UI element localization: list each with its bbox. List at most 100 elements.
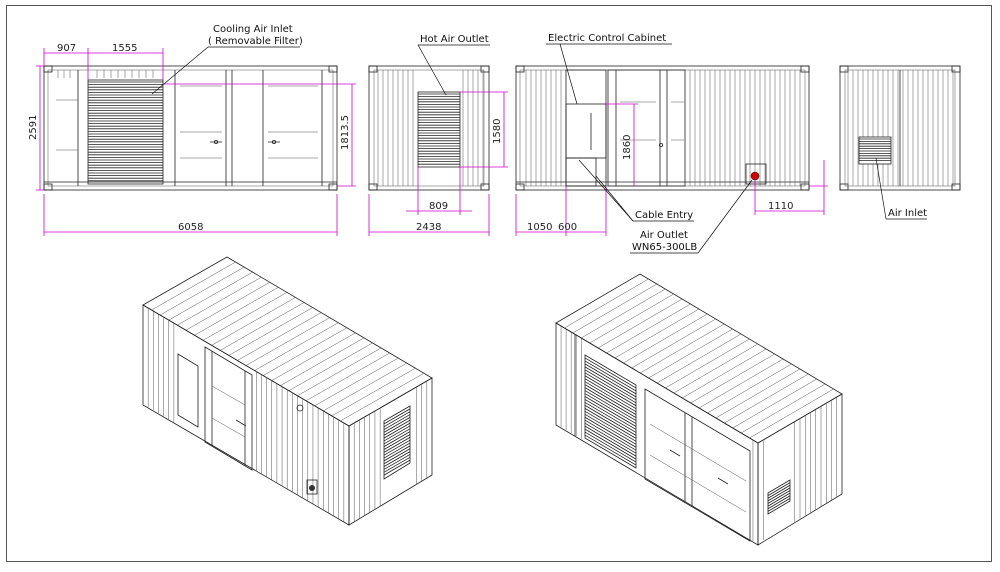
label-cable-entry: Cable Entry bbox=[635, 210, 693, 221]
isometric-view-left bbox=[142, 256, 433, 526]
rib-line bbox=[584, 381, 637, 413]
rib-line bbox=[383, 408, 411, 425]
end-corrugation-inlet bbox=[847, 70, 954, 186]
label-air-outlet-model: WN65-300LB bbox=[632, 242, 697, 253]
side-corrugation bbox=[57, 70, 154, 78]
rib-line bbox=[263, 327, 348, 376]
rib-line bbox=[168, 271, 253, 321]
rib-line bbox=[584, 369, 637, 401]
end-corrugation-iso-right bbox=[763, 397, 837, 540]
rib-line bbox=[690, 353, 775, 404]
rib-line bbox=[656, 333, 742, 384]
rib-line bbox=[707, 363, 792, 414]
rib-line bbox=[767, 487, 791, 502]
rib-line bbox=[682, 348, 767, 399]
iso-air-inlet-louver bbox=[767, 482, 791, 512]
rib-line bbox=[383, 414, 411, 430]
rib-line bbox=[383, 445, 411, 462]
dim-2438: 2438 bbox=[416, 222, 441, 233]
side-corrugation-right bbox=[525, 70, 801, 186]
rib-line bbox=[383, 417, 411, 433]
dim-1580: 1580 bbox=[492, 119, 503, 144]
label-electric-control-cabinet: Electric Control Cabinet bbox=[548, 33, 666, 44]
dim-1860: 1860 bbox=[622, 135, 633, 160]
rib-line bbox=[383, 425, 411, 442]
side-corrugation-iso-left bbox=[147, 308, 345, 522]
rib-line bbox=[581, 288, 666, 339]
roof-corrugation-left bbox=[151, 261, 425, 422]
side-corrugation-iso-right bbox=[560, 326, 754, 541]
rib-line bbox=[185, 281, 271, 331]
rib-line bbox=[724, 373, 809, 424]
rib-line bbox=[767, 492, 791, 507]
rib-line bbox=[584, 384, 637, 415]
dim-6058: 6058 bbox=[178, 222, 203, 233]
rib-line bbox=[305, 352, 391, 402]
rib-line bbox=[177, 276, 262, 326]
rib-line bbox=[584, 419, 637, 451]
rib-line bbox=[767, 484, 791, 499]
rib-line bbox=[767, 482, 791, 496]
rib-line bbox=[584, 366, 637, 398]
rib-line bbox=[383, 419, 411, 436]
rib-line bbox=[288, 342, 374, 391]
rib-line bbox=[383, 422, 411, 439]
dim-907: 907 bbox=[57, 43, 76, 54]
rib-line bbox=[665, 338, 750, 389]
rib-line bbox=[564, 278, 649, 329]
rib-line bbox=[383, 428, 411, 445]
rib-line bbox=[584, 363, 637, 395]
rib-line bbox=[340, 372, 425, 422]
rib-line bbox=[202, 292, 288, 341]
rib-line bbox=[584, 402, 637, 433]
hot-air-outlet-louver bbox=[418, 93, 460, 165]
rib-line bbox=[383, 411, 411, 428]
rib-line bbox=[741, 383, 826, 434]
dim-1110: 1110 bbox=[768, 201, 793, 212]
rib-line bbox=[383, 459, 411, 476]
rib-line bbox=[584, 396, 637, 427]
rib-line bbox=[584, 425, 637, 457]
rib-line bbox=[383, 442, 411, 459]
air-inlet-louver bbox=[859, 138, 891, 162]
rib-line bbox=[584, 410, 637, 442]
side-view-left: 907 1555 2591 1813.5 6058 Cooling Air In… bbox=[28, 24, 356, 236]
rib-line bbox=[584, 399, 637, 430]
rib-line bbox=[245, 317, 331, 366]
rib-line bbox=[383, 451, 411, 467]
rib-line bbox=[584, 387, 637, 418]
end-view-hot-air-outlet: 1580 809 2438 Hot Air Outlet bbox=[368, 34, 508, 236]
rib-line bbox=[767, 495, 791, 510]
rib-line bbox=[631, 318, 716, 369]
dim-2591: 2591 bbox=[28, 115, 39, 140]
rib-line bbox=[280, 337, 365, 386]
rib-line bbox=[584, 357, 637, 389]
rib-line bbox=[228, 307, 313, 356]
rib-line bbox=[383, 454, 411, 470]
rib-line bbox=[323, 362, 408, 412]
rib-line bbox=[749, 388, 834, 439]
rib-line bbox=[597, 298, 683, 349]
rib-line bbox=[673, 343, 758, 394]
rib-line bbox=[584, 378, 637, 410]
rib-line bbox=[151, 261, 236, 311]
rib-line bbox=[383, 456, 411, 473]
rib-line bbox=[237, 312, 322, 361]
rib-line bbox=[648, 328, 733, 379]
rib-line bbox=[584, 393, 637, 424]
rib-line bbox=[271, 332, 356, 381]
rib-line bbox=[584, 375, 637, 407]
rib-line bbox=[589, 293, 674, 344]
rib-line bbox=[572, 283, 657, 334]
rib-line bbox=[331, 367, 416, 417]
label-hot-air-outlet: Hot Air Outlet bbox=[420, 34, 489, 45]
rib-line bbox=[314, 357, 399, 407]
cooling-air-inlet-louver bbox=[88, 81, 163, 182]
dim-1555: 1555 bbox=[112, 43, 137, 54]
rib-line bbox=[640, 323, 725, 374]
label-air-inlet: Air Inlet bbox=[888, 208, 927, 219]
rib-line bbox=[584, 372, 637, 404]
rib-line bbox=[584, 416, 637, 448]
rib-line bbox=[614, 308, 700, 359]
